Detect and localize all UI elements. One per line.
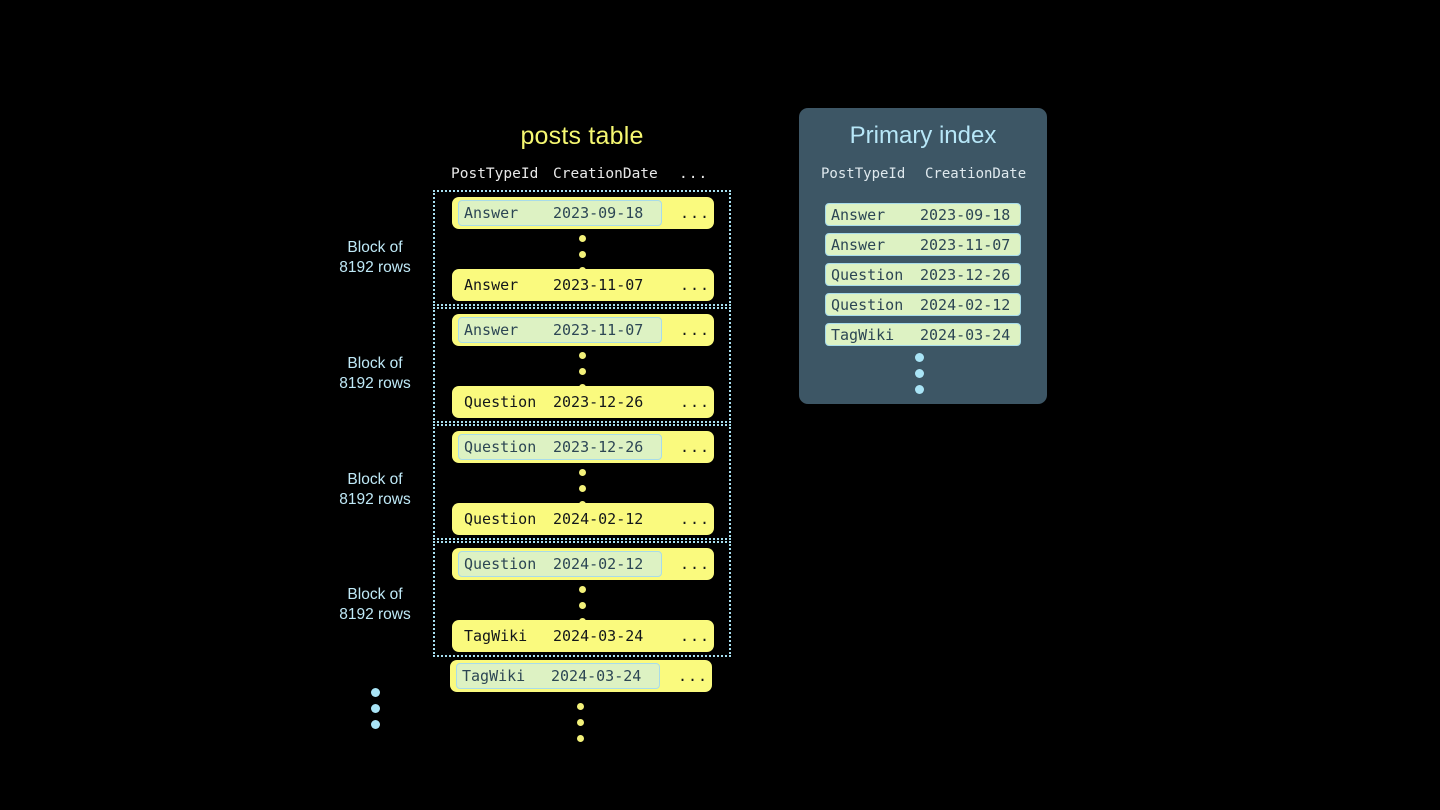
block-label-line-1: Block of <box>347 239 403 256</box>
block-label-line-2: 8192 rows <box>339 606 411 623</box>
cell-posttypeid: Answer <box>831 206 886 224</box>
cell-creationdate: 2023-12-26 <box>920 266 1011 284</box>
cell-creationdate: 2023-12-26 <box>553 393 644 411</box>
index-mark-highlight <box>458 317 662 343</box>
cell-creationdate: 2024-02-12 <box>553 510 644 528</box>
primary-index-panel: Primary index PostTypeId CreationDate An… <box>799 108 1047 404</box>
index-mark-highlight <box>458 551 662 577</box>
cell-posttypeid: TagWiki <box>464 627 528 645</box>
cell-posttypeid: Question <box>464 438 537 456</box>
column-header-creationdate: CreationDate <box>553 166 658 182</box>
index-mark-highlight <box>458 200 662 226</box>
cell-posttypeid: Answer <box>831 236 886 254</box>
cell-posttypeid: Question <box>831 296 904 314</box>
cell-ellipsis: ... <box>680 321 711 339</box>
table-continuation-dots <box>577 703 586 742</box>
table-row: Answer 2023-11-07 ... <box>452 314 714 346</box>
cell-ellipsis: ... <box>680 393 711 411</box>
cell-creationdate: 2023-11-07 <box>920 236 1011 254</box>
table-row: Answer 2023-11-07 ... <box>452 269 714 301</box>
cell-ellipsis: ... <box>680 204 711 222</box>
block-label-line-1: Block of <box>347 471 403 488</box>
table-row-trailing: TagWiki 2024-03-24 ... <box>450 660 712 692</box>
index-mark-highlight <box>456 663 660 689</box>
index-mark-row: TagWiki 2024-03-24 <box>825 323 1021 346</box>
data-block-2: Answer 2023-11-07 ... Question 2023-12-2… <box>433 307 731 423</box>
cell-creationdate: 2023-09-18 <box>920 206 1011 224</box>
table-row: Question 2024-02-12 ... <box>452 503 714 535</box>
block-label-3: Block of 8192 rows <box>300 470 450 510</box>
cell-posttypeid: Question <box>464 555 537 573</box>
cell-ellipsis: ... <box>680 438 711 456</box>
cell-creationdate: 2023-12-26 <box>553 438 644 456</box>
cell-creationdate: 2024-03-24 <box>920 326 1011 344</box>
cell-ellipsis: ... <box>678 667 709 685</box>
cell-ellipsis: ... <box>680 276 711 294</box>
cell-ellipsis: ... <box>680 627 711 645</box>
block-label-line-1: Block of <box>347 355 403 372</box>
block-label-line-2: 8192 rows <box>339 491 411 508</box>
cell-creationdate: 2023-09-18 <box>553 204 644 222</box>
index-mark-highlight <box>458 434 662 460</box>
cell-creationdate: 2024-03-24 <box>553 627 644 645</box>
column-header-creationdate: CreationDate <box>925 166 1027 182</box>
cell-posttypeid: Answer <box>464 204 519 222</box>
cell-creationdate: 2024-02-12 <box>920 296 1011 314</box>
cell-posttypeid: TagWiki <box>462 667 526 685</box>
table-row: Question 2024-02-12 ... <box>452 548 714 580</box>
cell-posttypeid: Question <box>464 510 537 528</box>
table-row: Answer 2023-09-18 ... <box>452 197 714 229</box>
table-row: Question 2023-12-26 ... <box>452 386 714 418</box>
block-label-2: Block of 8192 rows <box>300 354 450 394</box>
cell-creationdate: 2024-02-12 <box>553 555 644 573</box>
cell-posttypeid: Question <box>831 266 904 284</box>
cell-ellipsis: ... <box>680 510 711 528</box>
blocks-continuation-dots <box>371 688 380 729</box>
block-label-line-2: 8192 rows <box>339 375 411 392</box>
primary-index-column-headers: PostTypeId CreationDate <box>799 166 1047 186</box>
primary-index-title: Primary index <box>849 122 997 149</box>
index-mark-row: Question 2024-02-12 <box>825 293 1021 316</box>
data-block-1: Answer 2023-09-18 ... Answer 2023-11-07 … <box>433 190 731 306</box>
cell-creationdate: 2023-11-07 <box>553 276 644 294</box>
cell-posttypeid: Answer <box>464 276 519 294</box>
cell-creationdate: 2023-11-07 <box>553 321 644 339</box>
cell-creationdate: 2024-03-24 <box>551 667 642 685</box>
block-label-line-1: Block of <box>347 586 403 603</box>
table-row: TagWiki 2024-03-24 ... <box>452 620 714 652</box>
index-mark-row: Question 2023-12-26 <box>825 263 1021 286</box>
block-label-4: Block of 8192 rows <box>300 585 450 625</box>
posts-table-title: posts table <box>520 122 644 150</box>
cell-posttypeid: Question <box>464 393 537 411</box>
index-mark-row: Answer 2023-11-07 <box>825 233 1021 256</box>
index-continuation-dots <box>915 353 924 394</box>
data-block-3: Question 2023-12-26 ... Question 2024-02… <box>433 424 731 540</box>
column-header-posttypeid: PostTypeId <box>821 166 906 182</box>
block-label-line-2: 8192 rows <box>339 259 411 276</box>
block-label-1: Block of 8192 rows <box>300 238 450 278</box>
cell-ellipsis: ... <box>680 555 711 573</box>
data-block-4: Question 2024-02-12 ... TagWiki 2024-03-… <box>433 541 731 657</box>
posts-table-column-headers: PostTypeId CreationDate ... <box>433 166 733 186</box>
cell-posttypeid: Answer <box>464 321 519 339</box>
cell-posttypeid: TagWiki <box>831 326 895 344</box>
column-header-ellipsis: ... <box>679 166 709 182</box>
index-mark-row: Answer 2023-09-18 <box>825 203 1021 226</box>
column-header-posttypeid: PostTypeId <box>451 166 539 182</box>
table-row: Question 2023-12-26 ... <box>452 431 714 463</box>
